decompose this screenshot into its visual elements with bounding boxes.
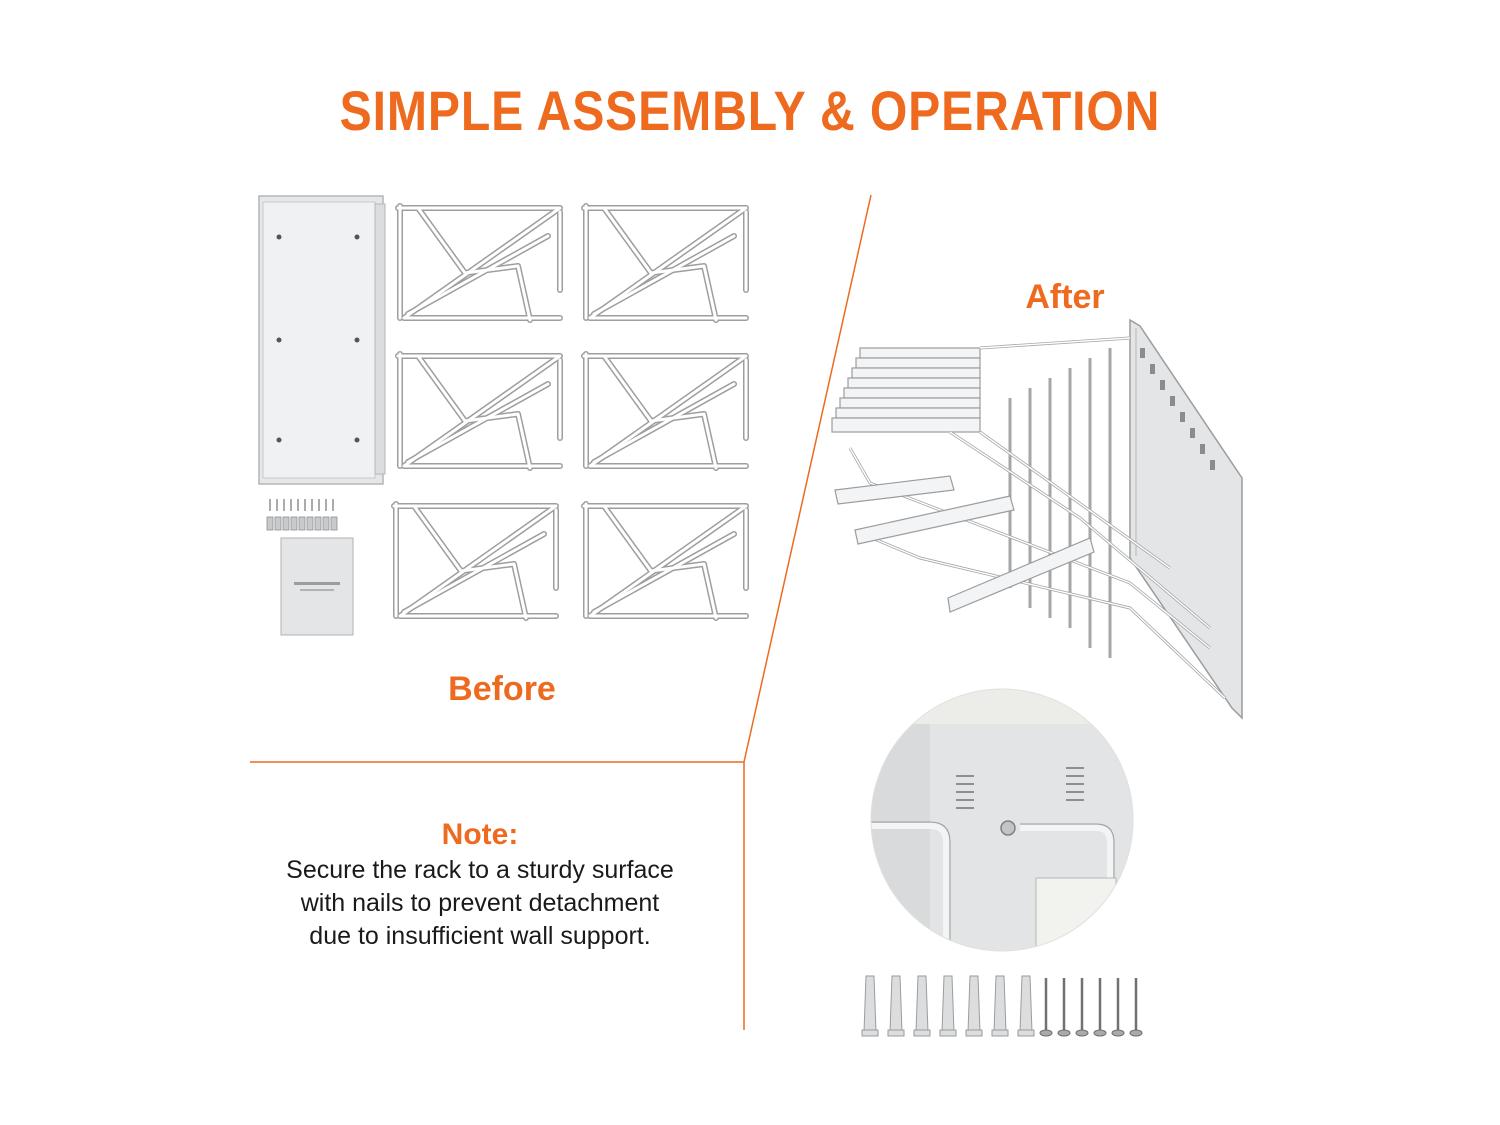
bracket-1 [398, 206, 560, 320]
bracket-6 [584, 504, 746, 618]
bracket-3 [398, 354, 560, 468]
bracket-5 [394, 504, 556, 618]
closeup-detail-image [870, 688, 1134, 952]
note-body: Secure the rack to a sturdy surface with… [286, 856, 674, 950]
manual-booklet-image [280, 537, 354, 636]
bracket-4 [584, 354, 746, 468]
bracket-2 [584, 206, 746, 320]
note-heading: Note: [441, 818, 519, 851]
anchors-and-screws-image [861, 975, 1143, 1037]
after-label: After [1025, 278, 1105, 316]
wall-panel-image [258, 195, 386, 485]
page-title: SIMPLE ASSEMBLY & OPERATION [339, 79, 1161, 142]
before-label: Before [448, 670, 556, 708]
assembled-rack-image [831, 318, 1243, 720]
hardware-pile-image [266, 499, 338, 531]
bracket-set-image [390, 196, 770, 636]
